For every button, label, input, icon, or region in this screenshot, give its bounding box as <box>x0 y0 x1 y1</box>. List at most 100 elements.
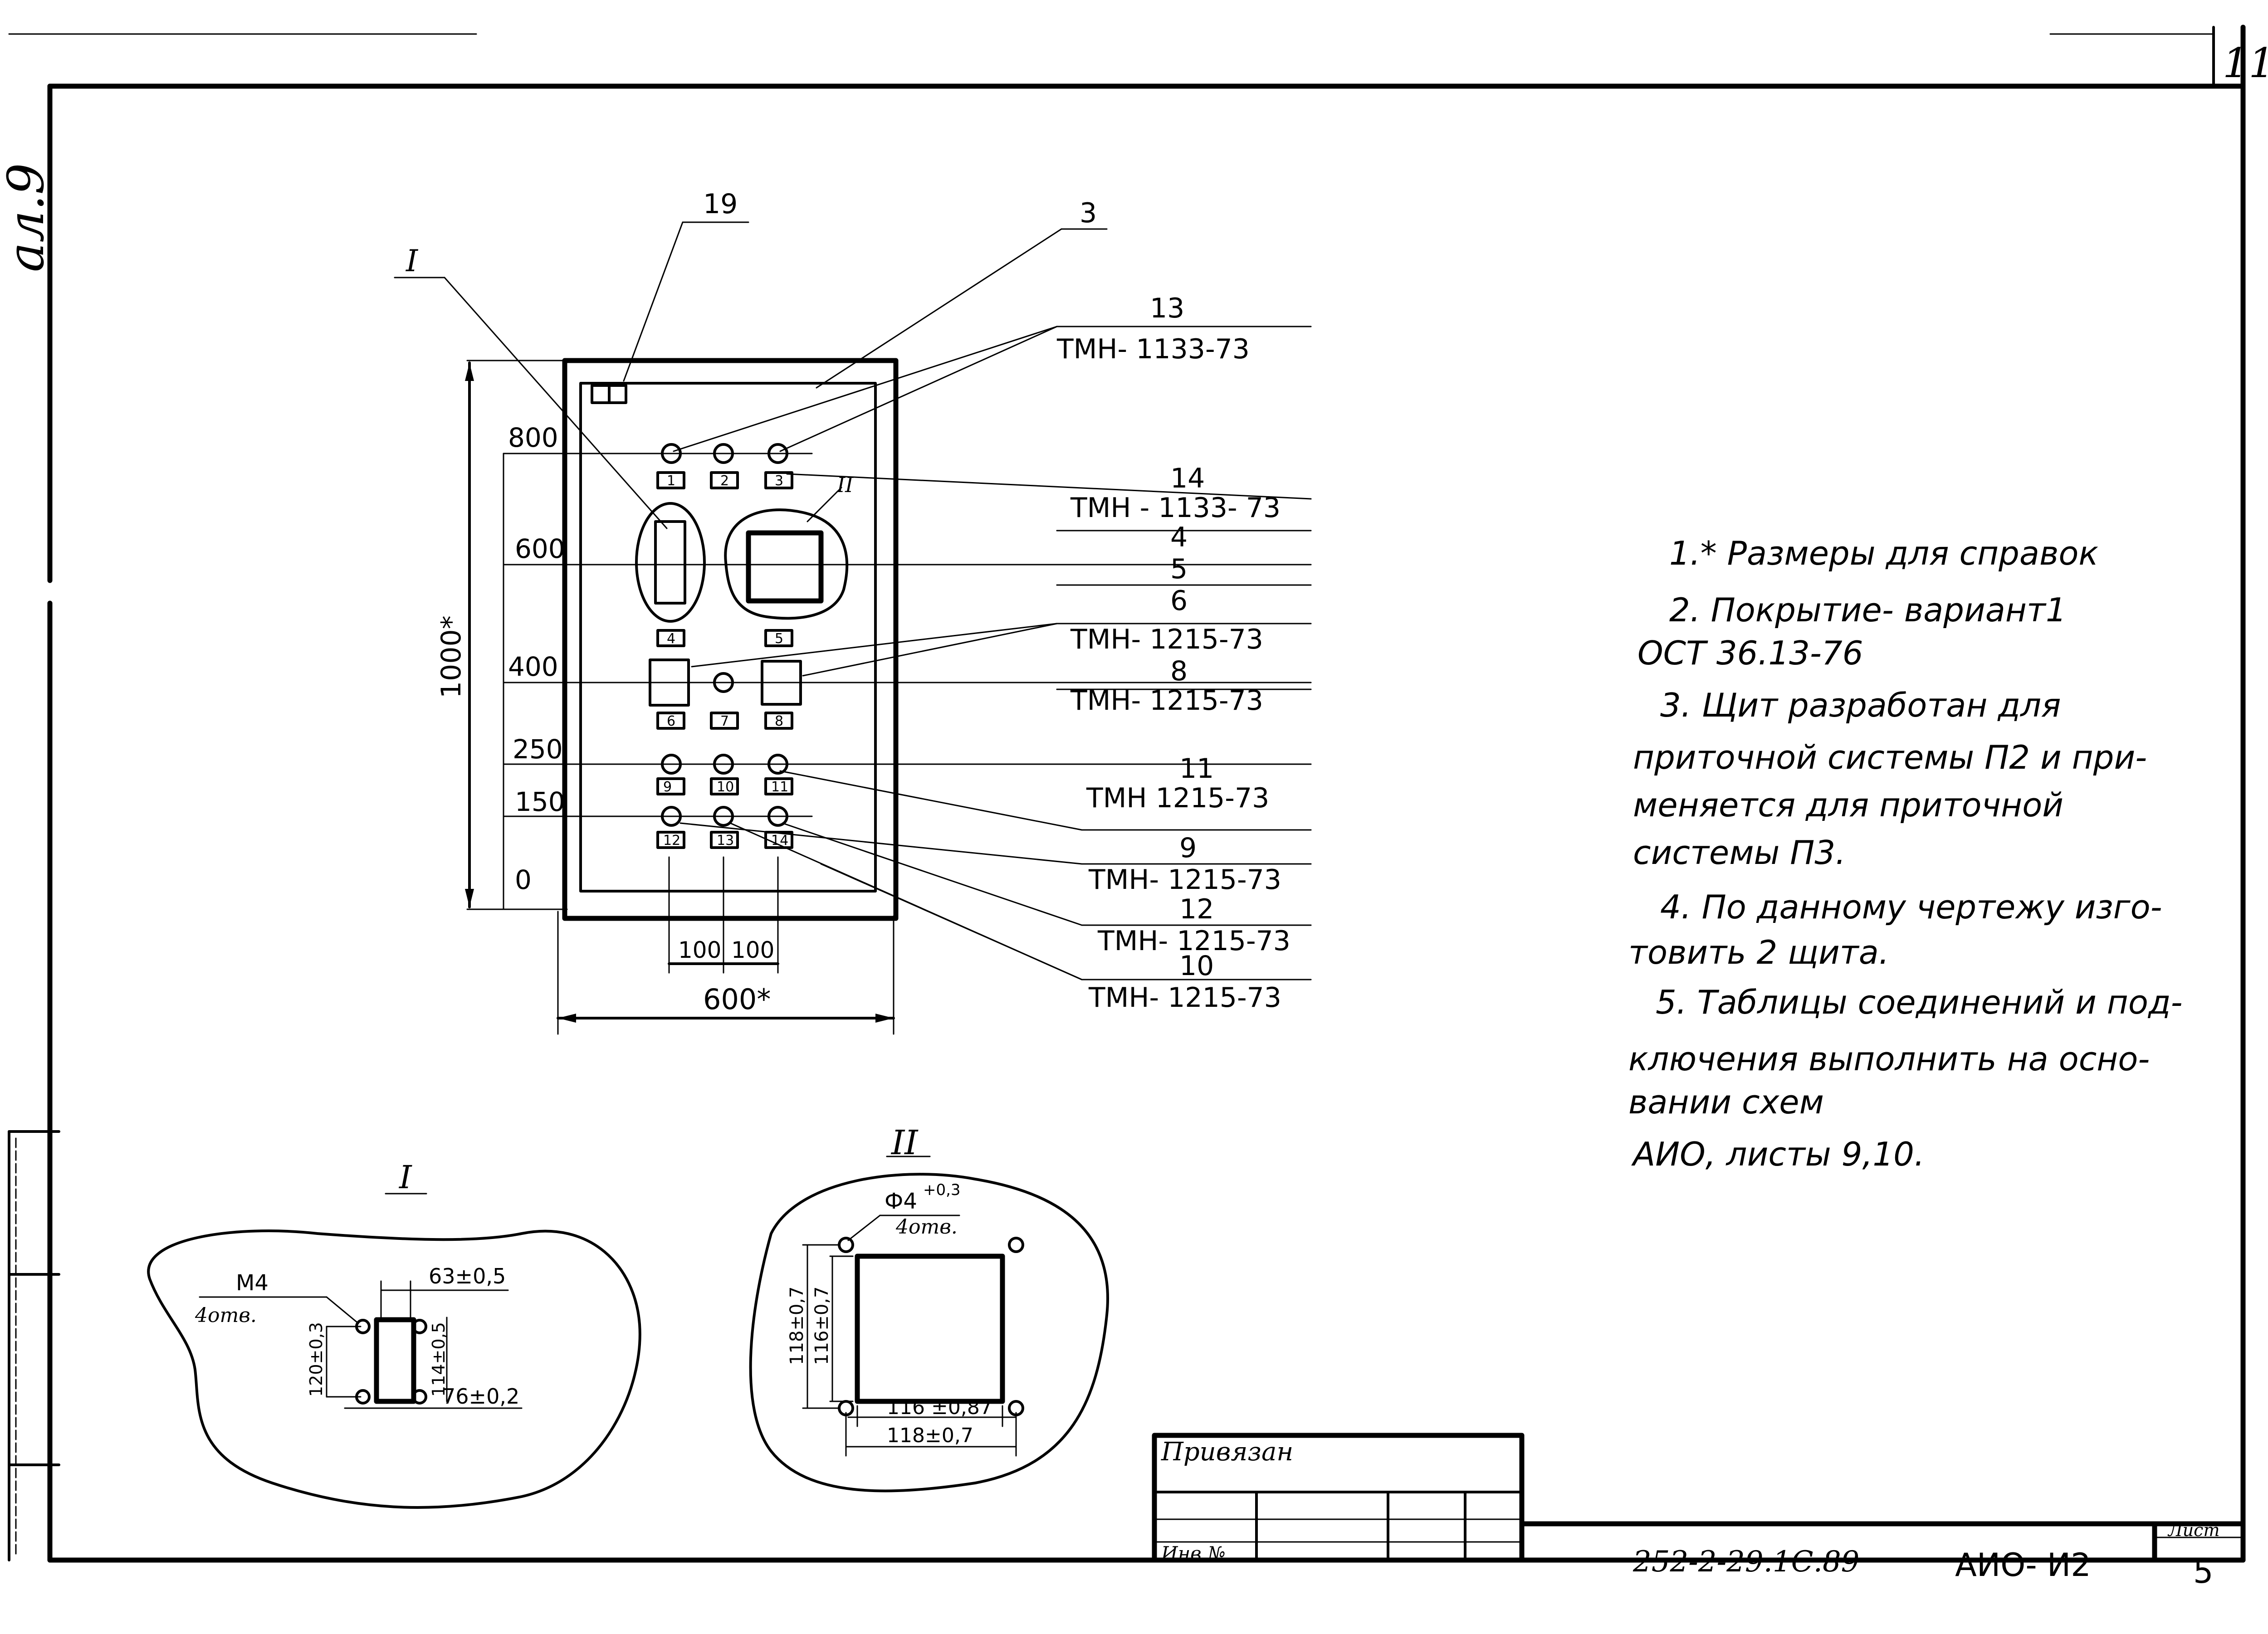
instrument-4 <box>649 658 690 707</box>
detail-I: I М4 4отв. 63±0,5 120±0,3 114±0,5 76±0,2 <box>147 1159 641 1509</box>
panel-outline <box>562 358 899 921</box>
sheet-frame <box>8 24 2246 1563</box>
detail-I-dim-bottom: 76±0,2 <box>442 1384 519 1409</box>
level-label-800: 800 <box>508 422 558 453</box>
callout-8-code: ТМН- 1215-73 <box>1070 685 1263 717</box>
note-3c: меняется для приточной <box>1633 786 2063 824</box>
plate-8: 8 <box>775 713 783 729</box>
detail-II-hole-dim: Ф4 <box>885 1189 917 1214</box>
instrument-9b <box>713 806 734 827</box>
plate-6: 6 <box>667 713 675 729</box>
note-5d: АИО, листы 9,10. <box>1631 1135 1925 1173</box>
plate-11: 11 <box>771 779 788 795</box>
note-5a: 5. Таблицы соединений и под- <box>1656 983 2183 1021</box>
detail-I-dim-left: 120±0,3 <box>306 1322 326 1397</box>
spacing-dim-2: 100 <box>731 937 774 963</box>
note-2b: ОСТ 36.13-76 <box>1637 634 1863 672</box>
detail-I-thread: М4 <box>236 1270 269 1296</box>
note-3b: приточной системы П2 и при- <box>1633 738 2147 776</box>
plate-7: 7 <box>720 713 729 729</box>
instrument-11c <box>767 754 788 775</box>
callout-14-code: ТМН - 1133- 73 <box>1070 492 1281 524</box>
callout-I: I <box>406 244 419 278</box>
callout-19: 19 <box>703 188 738 220</box>
corner-sheet-number: 11 <box>2223 39 2268 87</box>
callout-II: II <box>836 473 854 497</box>
note-3a: 3. Щит разработан для <box>1660 686 2061 724</box>
note-1: 1.* Размеры для справок <box>1669 534 2098 572</box>
instrument-9a <box>661 806 682 827</box>
note-5b: ключения выполнить на осно- <box>1628 1040 2150 1078</box>
plate-4: 4 <box>667 631 675 647</box>
callout-10-code: ТМН- 1215-73 <box>1088 982 1281 1014</box>
inv-label: Инв.№ <box>1161 1542 1226 1565</box>
instrument-9c <box>767 806 788 827</box>
instrument-11a <box>661 754 682 775</box>
detail-II: II Ф4 +0,3 4отв. 118±0,7 116±0,7 116 ±0,… <box>749 1123 1109 1493</box>
plate-5: 5 <box>775 631 783 647</box>
detail-I-title: I <box>398 1159 412 1196</box>
note-4a: 4. По данному чертежу изго- <box>1660 888 2162 926</box>
callout-14: 14 <box>1170 463 1205 494</box>
callout-12-code: ТМН- 1215-73 <box>1097 925 1290 957</box>
detail-I-dim-top: 63±0,5 <box>429 1264 506 1288</box>
level-label-250: 250 <box>513 734 563 765</box>
note-4b: товить 2 щита. <box>1628 933 1889 971</box>
panel-inner-outline <box>579 382 877 893</box>
callout-11-code: ТМН 1215-73 <box>1086 782 1269 814</box>
plate-10: 10 <box>717 779 734 795</box>
callout-9-code: ТМН- 1215-73 <box>1088 864 1281 896</box>
level-label-600: 600 <box>515 533 565 564</box>
callout-11: 11 <box>1179 753 1214 785</box>
detail-II-hole-tol: +0,3 <box>923 1181 961 1199</box>
level-label-150: 150 <box>515 786 565 817</box>
callout-3: 3 <box>1080 197 1097 229</box>
callout-5: 5 <box>1170 553 1188 585</box>
title-block: Привязан Инв.№ 252-2-29.1С.89 АИО- И2 Ли… <box>1152 1433 2246 1590</box>
attached-label: Привязан <box>1161 1437 1293 1467</box>
detail-I-holes: 4отв. <box>195 1304 257 1327</box>
callout-12: 12 <box>1179 893 1214 925</box>
callout-13-code: ТМН- 1133-73 <box>1056 333 1250 365</box>
level-label-400: 400 <box>508 651 558 682</box>
plate-9: 9 <box>663 779 672 795</box>
callout-8: 8 <box>1170 655 1188 687</box>
spacing-dim-1: 100 <box>678 937 721 963</box>
detail-I-dim-right: 114±0,5 <box>429 1322 449 1397</box>
detail-II-dim-inner-v: 116±0,7 <box>811 1287 832 1365</box>
plate-13: 13 <box>717 833 734 849</box>
notes: 1.* Размеры для справок 2. Покрытие- вар… <box>1628 534 2183 1173</box>
callout-9: 9 <box>1179 832 1197 864</box>
instrument-11b <box>713 754 734 775</box>
instrument-13a <box>661 443 682 464</box>
detail-II-dim-outer-v: 118±0,7 <box>787 1287 807 1365</box>
plate-3: 3 <box>775 473 783 489</box>
callout-4: 4 <box>1170 522 1188 553</box>
detail-II-holes: 4отв. <box>895 1215 958 1239</box>
level-label-0: 0 <box>515 864 532 895</box>
callout-13: 13 <box>1150 293 1184 324</box>
label-plates: 1 2 3 4 5 6 7 8 9 10 11 12 13 14 15 <box>656 471 793 849</box>
width-dimension: 600* <box>703 983 771 1016</box>
plate-2: 2 <box>720 473 729 489</box>
leader-lines <box>394 221 1312 980</box>
plate-1: 1 <box>667 473 675 489</box>
callout-456-code: ТМН- 1215-73 <box>1070 624 1263 655</box>
panel-front-view: 800 600 400 250 150 0 1000* 600* 100 100 <box>394 188 1312 1035</box>
note-5c: вании схем <box>1628 1083 1824 1121</box>
height-dimension: 1000* <box>435 615 467 698</box>
instrument-6 <box>761 660 802 706</box>
instrument-8 <box>713 672 734 693</box>
instrument-13c <box>767 443 788 464</box>
note-2a: 2. Покрытие- вариант1 <box>1669 591 2067 629</box>
detail-II-dim-inner-h: 116 ±0,87 <box>887 1396 992 1419</box>
sheet-label: Лист <box>2167 1520 2220 1540</box>
detail-II-dim-outer-h: 118±0,7 <box>887 1424 973 1447</box>
callout-10: 10 <box>1179 950 1214 982</box>
sheet-number: 5 <box>2193 1553 2214 1590</box>
instrument-13b <box>713 443 734 464</box>
side-mark: ал.9 <box>0 163 55 272</box>
callout-labels: 19 3 I II 13 ТМН- 1133-73 14 ТМН - 1133-… <box>406 188 1290 1014</box>
plate-12: 12 <box>663 833 680 849</box>
